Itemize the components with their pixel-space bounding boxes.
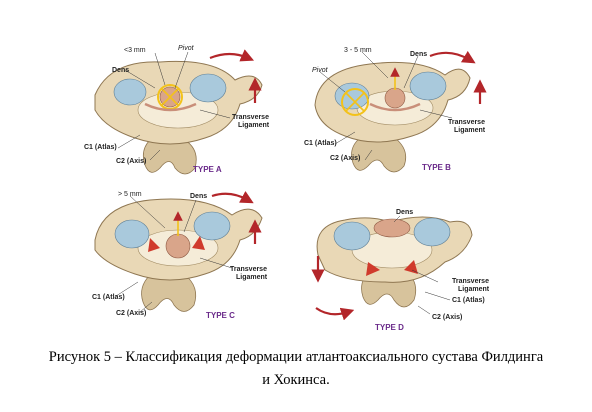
transverse-label-1: Transverse <box>448 119 485 126</box>
pivot-label: Pivot <box>312 67 329 74</box>
facet-cartilage-right <box>189 73 227 103</box>
pivot-label: Pivot <box>178 45 195 52</box>
caption-line-1: Рисунок 5 – Классификация деформации атл… <box>48 349 544 365</box>
pivot-symbol <box>341 88 369 116</box>
dens <box>384 87 406 109</box>
caption-line-2: и Хокинса. <box>262 372 330 388</box>
c2-label: C2 (Axis) <box>432 314 462 321</box>
rotation-arrow <box>211 191 254 204</box>
distance-label: > 5 mm <box>118 191 142 198</box>
rotation-arrow <box>209 49 255 62</box>
transverse-label-2: Ligament <box>236 274 268 281</box>
transverse-label-2: Ligament <box>454 127 486 134</box>
dens <box>165 233 191 259</box>
ligament-tear-right <box>404 260 418 274</box>
rotation-arrow <box>315 307 355 321</box>
transverse-label-1: Transverse <box>452 278 489 285</box>
transverse-ligament <box>144 102 197 112</box>
c2-label: C2 (Axis) <box>116 310 146 317</box>
type-label: TYPE A <box>193 165 222 174</box>
ligament-tear-left <box>366 262 380 276</box>
dens-label: Dens <box>190 193 207 200</box>
c2-label: C2 (Axis) <box>330 155 360 162</box>
transverse-ligament <box>369 102 421 112</box>
rotation-arrow <box>429 50 476 64</box>
atlantoaxial-classification-figure: <3 mm Pivot Dens Transverse Ligament C1 … <box>84 45 490 332</box>
c1-label: C1 (Atlas) <box>452 297 485 304</box>
type-label: TYPE C <box>206 311 235 320</box>
panel-type-b: 3 - 5 mm Pivot Dens Transverse Ligament … <box>304 47 487 173</box>
figure-caption: Рисунок 5 – Классификация деформации атл… <box>0 346 592 392</box>
transverse-label-2: Ligament <box>238 122 270 129</box>
ligament-tear-right <box>192 236 205 250</box>
dens-label: Dens <box>396 209 413 216</box>
transverse-label-1: Transverse <box>232 114 269 121</box>
c1-label: C1 (Atlas) <box>84 144 117 151</box>
distance-label: <3 mm <box>124 47 146 54</box>
ligament-tear-left <box>148 238 160 252</box>
type-label: TYPE D <box>375 323 404 332</box>
dens <box>373 218 411 238</box>
transverse-label-1: Transverse <box>230 266 267 273</box>
panel-type-a: <3 mm Pivot Dens Transverse Ligament C1 … <box>84 45 270 175</box>
c2-label: C2 (Axis) <box>116 158 146 165</box>
transverse-label-2: Ligament <box>458 286 490 293</box>
facet-cartilage-left <box>113 78 147 106</box>
c1-label: C1 (Atlas) <box>92 294 125 301</box>
dens-label: Dens <box>112 67 129 74</box>
facet-cartilage-right <box>413 217 451 247</box>
facet-cartilage-left <box>114 219 150 249</box>
panel-type-c: > 5 mm Dens Transverse Ligament C1 (Atla… <box>92 191 268 320</box>
distance-label: 3 - 5 mm <box>344 47 372 54</box>
c1-label: C1 (Atlas) <box>304 140 337 147</box>
facet-cartilage-right <box>409 71 447 101</box>
dens-label: Dens <box>410 51 427 58</box>
type-label: TYPE B <box>422 163 451 172</box>
facet-cartilage-left <box>333 221 371 251</box>
panel-type-d: Dens Transverse Ligament C1 (Atlas) C2 (… <box>311 209 490 332</box>
facet-cartilage-right <box>193 211 231 241</box>
